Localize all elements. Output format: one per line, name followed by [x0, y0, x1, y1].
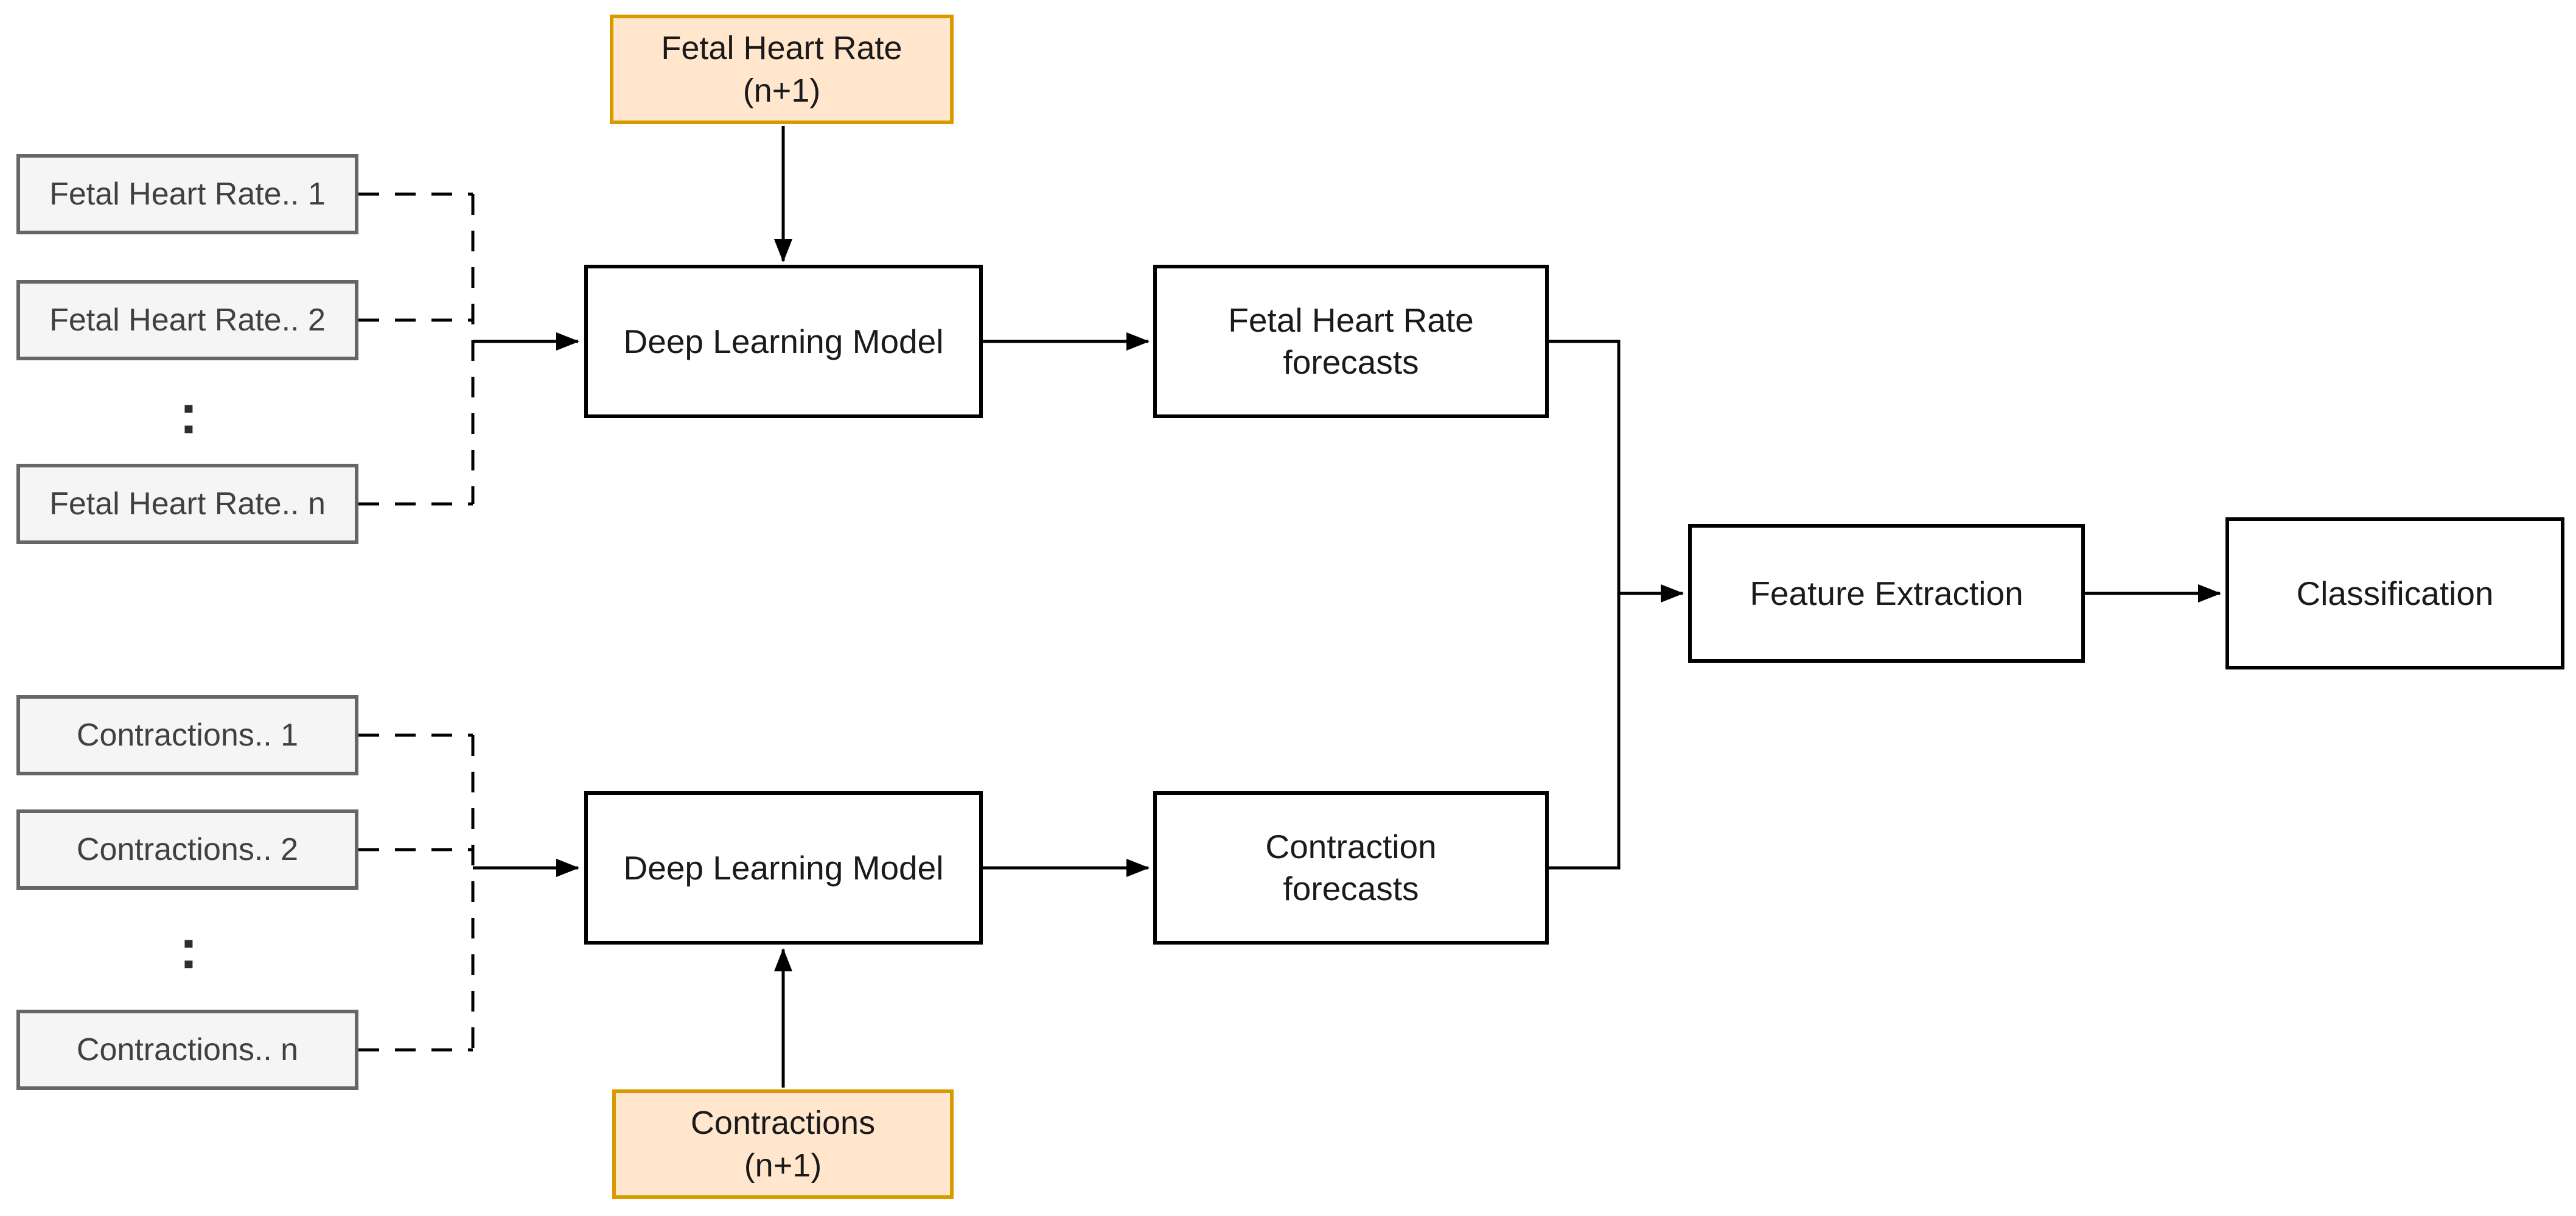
input-fhr-next-line2: (n+1)	[742, 72, 821, 109]
fhr-forecasts-line2: forecasts	[1283, 343, 1419, 381]
fhr-window-1-label: Fetal Heart Rate.. 1	[49, 176, 326, 212]
fhr-forecasts-line1: Fetal Heart Rate	[1228, 301, 1474, 340]
contraction-forecasts-line1: Contraction	[1265, 828, 1437, 866]
node-fhr-window-n: Fetal Heart Rate.. n	[16, 464, 358, 544]
node-fhr-forecasts: Fetal Heart Rate forecasts	[1153, 265, 1549, 418]
node-input-fhr-next-label: Fetal Heart Rate (n+1)	[661, 27, 902, 112]
node-ctr-window-n: Contractions.. n	[16, 1010, 358, 1090]
deep-learning-model-fhr-label: Deep Learning Model	[623, 322, 944, 360]
input-ctr-next-line2: (n+1)	[744, 1147, 822, 1184]
vertical-ellipsis-fhr-glyph: :	[179, 383, 198, 446]
ctr-window-2-label: Contractions.. 2	[76, 831, 299, 867]
vertical-ellipsis-ctr: :	[152, 907, 225, 992]
vertical-ellipsis-ctr-glyph: :	[179, 918, 198, 980]
fhr-forecasts-label: Fetal Heart Rate forecasts	[1228, 299, 1474, 383]
node-fhr-window-2: Fetal Heart Rate.. 2	[16, 280, 358, 360]
ctr-window-1-label: Contractions.. 1	[76, 717, 299, 753]
node-input-fhr-next: Fetal Heart Rate (n+1)	[610, 15, 954, 124]
node-input-ctr-next-label: Contractions (n+1)	[691, 1102, 875, 1187]
contraction-forecasts-label: Contraction forecasts	[1265, 826, 1436, 910]
contraction-forecasts-line2: forecasts	[1283, 870, 1419, 907]
node-fhr-window-1: Fetal Heart Rate.. 1	[16, 154, 358, 234]
node-contraction-forecasts: Contraction forecasts	[1153, 791, 1549, 945]
node-deep-learning-model-fhr: Deep Learning Model	[584, 265, 983, 418]
vertical-ellipsis-fhr: :	[152, 372, 225, 457]
node-deep-learning-model-ctr: Deep Learning Model	[584, 791, 983, 945]
classification-label: Classification	[2296, 574, 2494, 612]
feature-extraction-label: Feature Extraction	[1750, 574, 2023, 612]
input-fhr-next-line1: Fetal Heart Rate	[661, 29, 902, 66]
node-ctr-window-1: Contractions.. 1	[16, 695, 358, 775]
node-input-ctr-next: Contractions (n+1)	[612, 1089, 954, 1199]
fhr-window-2-label: Fetal Heart Rate.. 2	[49, 302, 326, 338]
ctr-window-n-label: Contractions.. n	[76, 1032, 299, 1067]
input-ctr-next-line1: Contractions	[690, 1104, 876, 1141]
node-ctr-window-2: Contractions.. 2	[16, 809, 358, 890]
fhr-window-n-label: Fetal Heart Rate.. n	[49, 486, 326, 522]
node-classification: Classification	[2225, 517, 2564, 669]
connector-forecasts-merge	[1549, 340, 1621, 870]
deep-learning-model-ctr-label: Deep Learning Model	[623, 848, 944, 887]
node-feature-extraction: Feature Extraction	[1688, 524, 2085, 663]
